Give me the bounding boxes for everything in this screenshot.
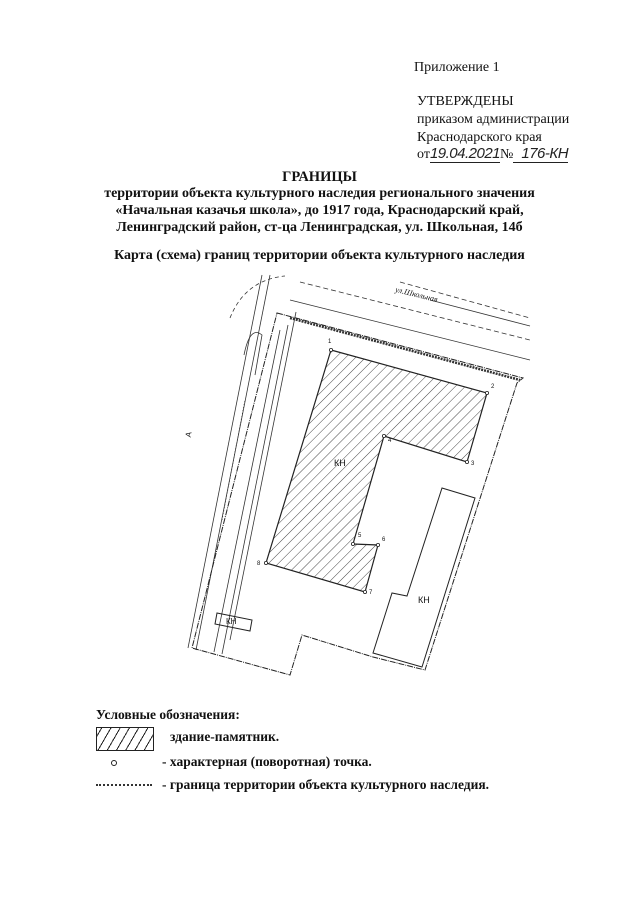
building-label-2: КН [418,595,430,605]
building-label: КН [334,458,346,468]
boundary-line-icon [96,784,152,786]
title-line-2: «Начальная казачья школа», до 1917 года,… [115,203,524,218]
dot-icon [111,760,117,766]
doc-title: ГРАНИЦЫ [282,169,357,185]
title-line-1: территории объекта культурного наследия … [104,186,535,201]
order-line-2: Краснодарского края [417,130,542,145]
map-caption: Карта (схема) границ территории объекта … [114,248,525,263]
order-date: 19.04.2021 [429,145,501,163]
number-prefix: № [500,147,514,162]
point-6: 6 [382,537,386,543]
order-number: 176-КН [513,146,569,163]
hatched-box-icon [96,727,154,751]
turning-points [263,347,489,595]
point-7: 7 [369,590,373,596]
monument-building [265,349,488,593]
approved-label: УТВЕРЖДЕНЫ [417,94,514,109]
appendix-label: Приложение 1 [414,60,500,75]
building-kn-2 [372,487,476,668]
territory-boundary [191,312,525,676]
title-line-3: Ленинградский район, ст-ца Ленинградская… [116,220,523,235]
building-kn-3 [214,612,253,632]
point-1: 1 [328,339,332,345]
legend-item-point: - характерная (поворотная) точка. [162,754,372,769]
point-3: 3 [471,461,475,467]
point-2: 2 [491,384,495,390]
road-lines [187,274,531,655]
legend-item-boundary: - граница территории объекта культурного… [162,777,490,792]
order-line-1: приказом администрации [417,112,570,127]
legend-item-monument: здание-памятник. [170,729,280,744]
point-8: 8 [257,561,261,567]
building-label-3: КН [226,617,237,626]
point-4: 4 [388,438,392,444]
date-prefix: от [417,147,430,162]
point-5: 5 [358,533,362,539]
legend-title: Условные обозначения: [96,707,240,722]
